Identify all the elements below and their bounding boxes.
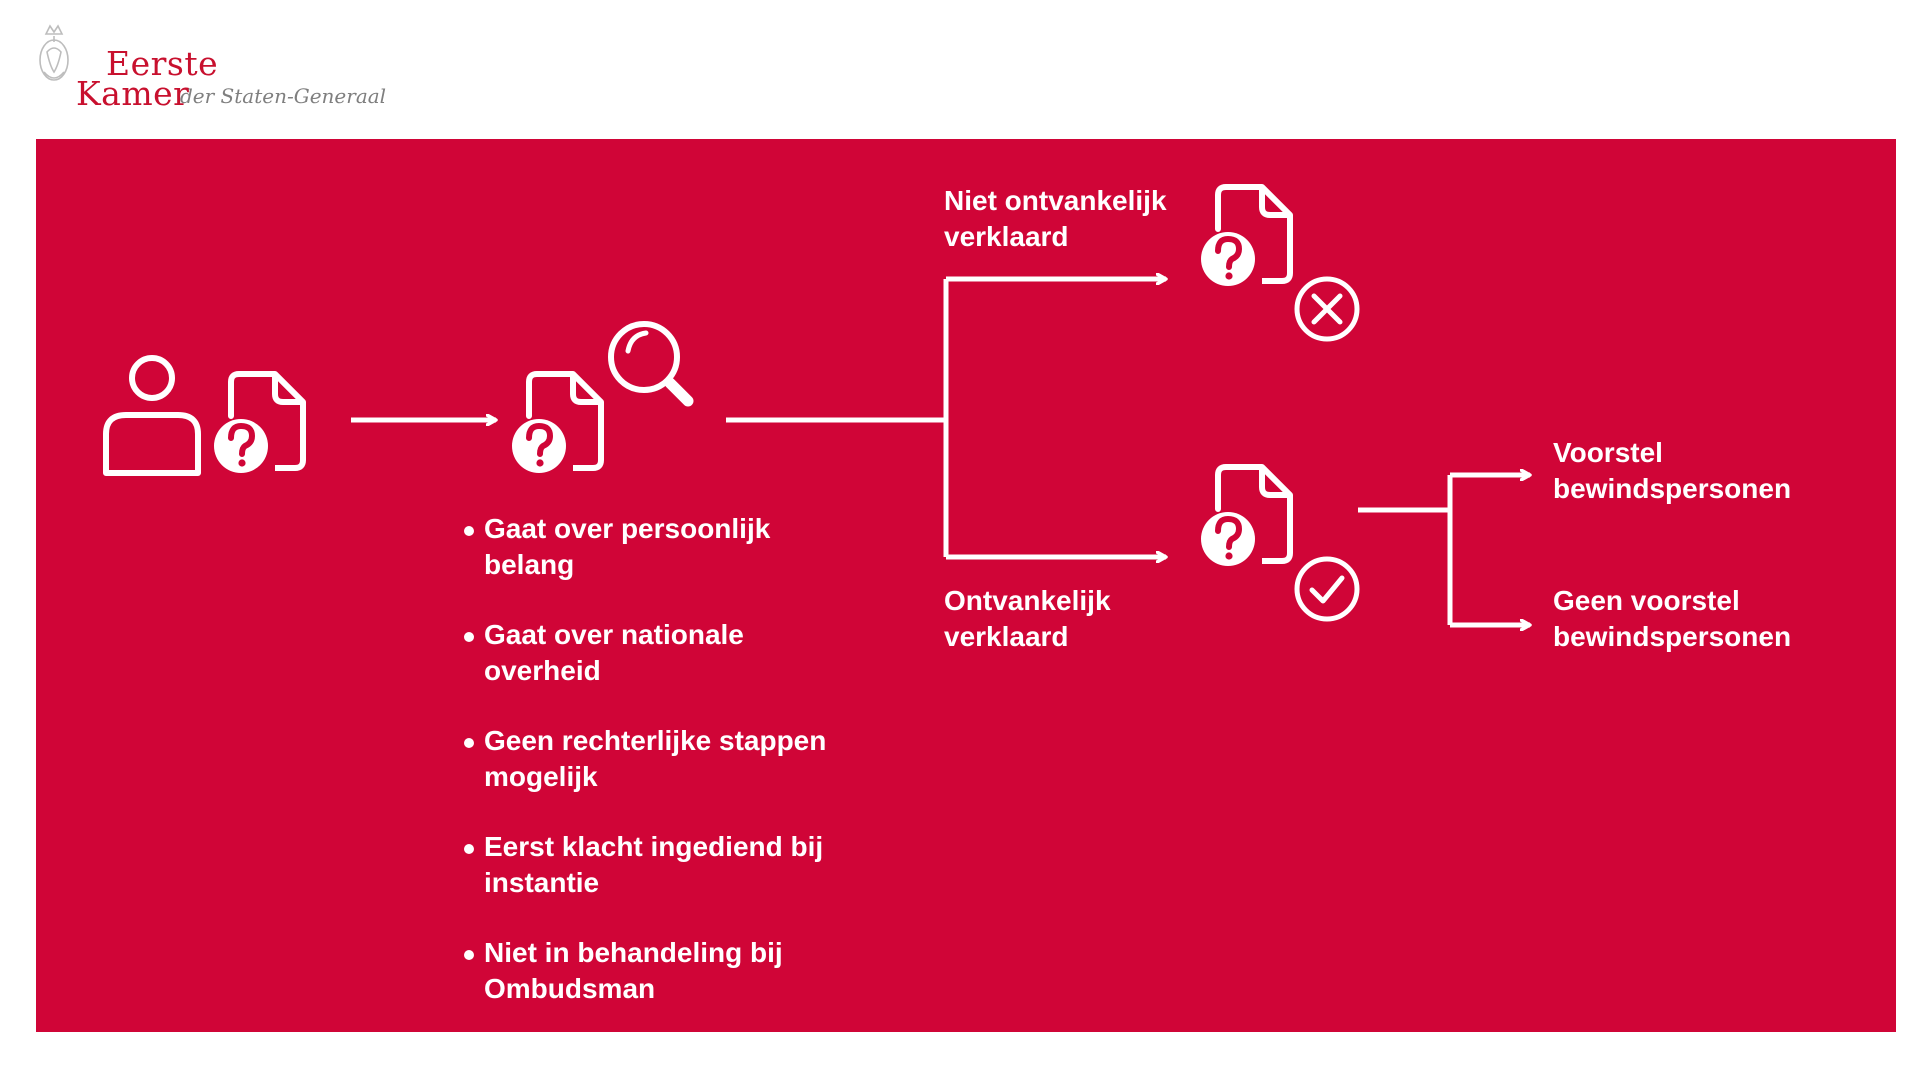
x-circle-icon <box>1294 276 1360 342</box>
question-document-icon <box>512 374 601 473</box>
magnifier-icon <box>608 321 694 407</box>
question-document-icon <box>1201 187 1290 286</box>
criterion-item: Geen rechterlijke stappen mogelijk <box>464 723 884 795</box>
logo-text-kamer: Kamer <box>76 74 190 113</box>
criterion-item: Gaat over persoonlijk belang <box>464 511 884 583</box>
result-no-proposal-label: Geen voorstel bewindspersonen <box>1553 583 1791 655</box>
criterion-text: overheid <box>484 655 601 686</box>
crest-icon <box>39 24 69 81</box>
question-document-icon <box>1201 467 1290 566</box>
person-icon <box>103 355 201 476</box>
result-no-proposal-line2: bewindspersonen <box>1553 621 1792 652</box>
criterion-text: Ombudsman <box>484 973 656 1004</box>
decision-branch-lines <box>726 279 1166 557</box>
criterion-text: Niet in behandeling bij <box>484 937 783 968</box>
outcome-accepted-line2: verklaard <box>944 621 1069 652</box>
logo-text-subtitle: der Staten-Generaal <box>180 84 387 108</box>
eerste-kamer-logo: Eerste Kamer der Staten-Generaal <box>36 18 396 128</box>
criterion-text: belang <box>484 549 575 580</box>
criterion-item: Gaat over nationale overheid <box>464 617 884 689</box>
outcome-accepted-line1: Ontvankelijk <box>944 585 1111 616</box>
process-panel: Gaat over persoonlijk belang Gaat over n… <box>36 139 1896 1032</box>
outcome-rejected-line1: Niet ontvankelijk <box>944 185 1167 216</box>
criterion-text: instantie <box>484 867 600 898</box>
process-diagram <box>103 139 1896 1032</box>
check-circle-icon <box>1294 556 1360 622</box>
result-branch-lines <box>1358 475 1530 625</box>
outcome-rejected-line2: verklaard <box>944 221 1069 252</box>
result-no-proposal-line1: Geen voorstel <box>1553 585 1740 616</box>
criterion-text: Geen rechterlijke stappen <box>484 725 827 756</box>
criterion-item: Niet in behandeling bij Ombudsman <box>464 935 884 1007</box>
logo-text-eerste: Eerste <box>106 44 219 83</box>
question-document-icon <box>214 374 303 473</box>
criterion-item: Eerst klacht ingediend bij instantie <box>464 829 884 901</box>
result-proposal-label: Voorstel bewindspersonen <box>1553 435 1791 507</box>
criterion-text: Gaat over nationale <box>484 619 744 650</box>
outcome-accepted-label: Ontvankelijk verklaard <box>944 583 1111 655</box>
admissibility-criteria-list: Gaat over persoonlijk belang Gaat over n… <box>464 511 884 1041</box>
criterion-text: mogelijk <box>484 761 598 792</box>
outcome-rejected-label: Niet ontvankelijk verklaard <box>944 183 1167 255</box>
result-proposal-line1: Voorstel <box>1553 437 1663 468</box>
result-proposal-line2: bewindspersonen <box>1553 473 1792 504</box>
criterion-text: Gaat over persoonlijk <box>484 513 771 544</box>
criterion-text: Eerst klacht ingediend bij <box>484 831 824 862</box>
